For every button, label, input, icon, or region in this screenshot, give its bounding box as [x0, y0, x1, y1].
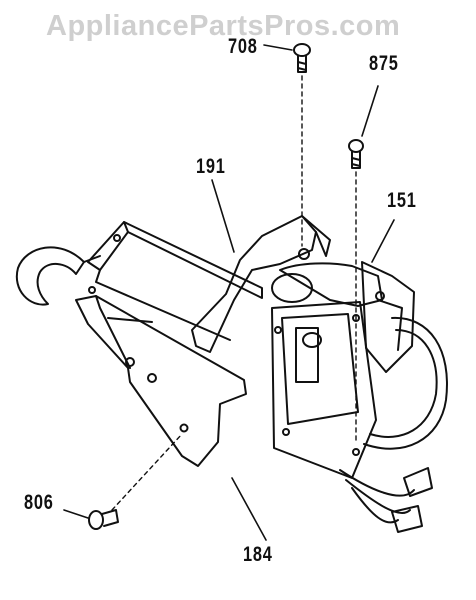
- wire-coil: [363, 316, 448, 450]
- upper-bracket: [87, 221, 129, 271]
- hook-shape: [15, 246, 85, 306]
- callout-806: 806: [24, 491, 54, 514]
- callout-184: 184: [243, 543, 273, 566]
- lower-side-plate: [75, 295, 247, 467]
- arm-191: [191, 215, 317, 353]
- callout-151: 151: [387, 189, 417, 212]
- watermark-text: AppliancePartsPros.com: [46, 10, 401, 42]
- motor-body: [271, 301, 377, 479]
- connector-b: [391, 505, 423, 533]
- screw-875: [348, 139, 364, 169]
- motor-housing: [279, 262, 383, 307]
- connector-a: [403, 467, 433, 497]
- callout-708: 708: [228, 35, 258, 58]
- callout-875: 875: [369, 52, 399, 75]
- screw-708: [293, 43, 311, 73]
- screw-806: [88, 509, 119, 530]
- right-bracket: [361, 261, 415, 373]
- callout-191: 191: [196, 155, 226, 178]
